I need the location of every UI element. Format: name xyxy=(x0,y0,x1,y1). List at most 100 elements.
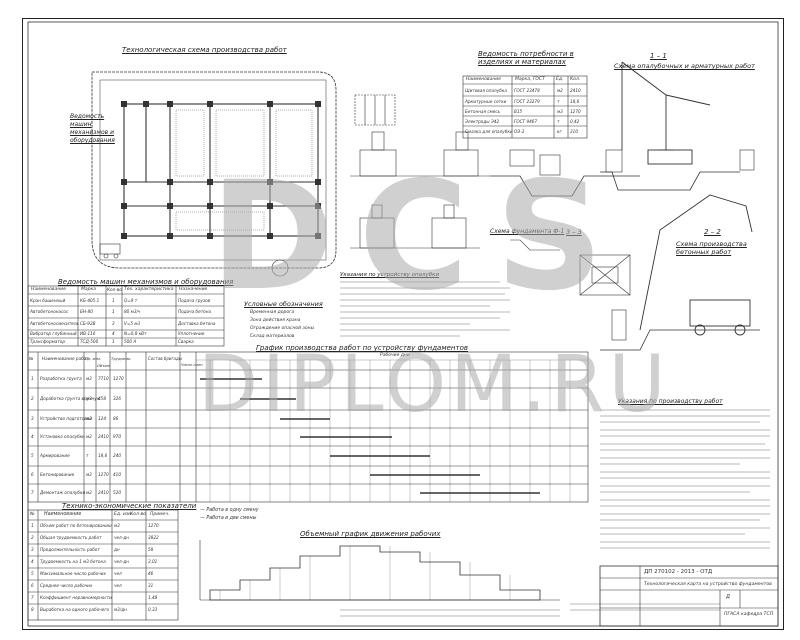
schedule-cell: Установка опалубки xyxy=(40,434,85,439)
tep-cell: Продолжительность работ xyxy=(40,547,100,552)
schedule-header: Трудоемк. xyxy=(111,356,132,361)
materials-cell: кг xyxy=(557,129,562,134)
schedule-cell: Устройство подготовки xyxy=(40,416,93,421)
tep-cell: м3/дн xyxy=(114,607,127,612)
tep-cell: 7 xyxy=(31,595,34,600)
materials-header-unit: Ед. xyxy=(556,77,564,82)
tep-cell: 3,01 xyxy=(148,559,158,564)
schedule-cell: 326 xyxy=(113,396,121,401)
legend-item: Зона действия крана xyxy=(250,318,301,323)
materials-header-name: Наименование xyxy=(466,77,501,82)
legend-item: Склад материалов xyxy=(250,334,295,339)
machines-cell: Вибратор глубинный xyxy=(30,331,77,336)
materials-cell: Электроды Э42 xyxy=(465,119,500,124)
tep-cell: 0,33 xyxy=(148,607,158,612)
materials-cell: ОЭ-2 xyxy=(514,129,525,134)
legend-item: Ограждение опасной зоны xyxy=(250,326,315,331)
materials-cell: 310 xyxy=(570,129,578,134)
machines-cell: СБ-92В xyxy=(80,321,96,326)
tep-cell: 2 xyxy=(31,535,34,540)
schedule-legend-double-shift: — Работа в две смены xyxy=(200,516,257,521)
schedule-cell: 86 xyxy=(113,416,119,421)
tep-cell: 46 xyxy=(148,571,154,576)
materials-cell: ГОСТ 23279 xyxy=(514,99,540,104)
tep-title: Технико-экономические показатели xyxy=(62,502,197,510)
schedule-cell: 6 xyxy=(31,472,34,477)
schedule-cell: 5 xyxy=(31,453,34,458)
schedule-header: Число смен xyxy=(181,363,203,367)
schedule-legend-single-shift: — Работа в одну смену xyxy=(200,508,259,513)
materials-header-mark: Марка, ГОСТ xyxy=(515,77,545,82)
machines-header: Кол-во xyxy=(107,287,122,292)
machines-cell: ТСД-500 xyxy=(80,339,99,344)
machines-note: Ведомость машин механизмов и оборудовани… xyxy=(70,113,115,144)
section-3-3-number: 3 – 3 xyxy=(566,228,582,236)
tep-cell: 3822 xyxy=(148,535,159,540)
materials-header-qty: Кол. xyxy=(570,77,581,82)
schedule-cell: 3 xyxy=(31,416,34,421)
title-block-org: ПГАСА кафедра ТСП xyxy=(724,612,774,617)
materials-cell: Смазка для опалубки xyxy=(465,129,513,134)
schedule-cell: 2410 xyxy=(98,490,109,495)
schedule-header: Объем xyxy=(97,363,111,368)
machines-cell: 1 xyxy=(112,309,115,314)
materials-cell: т xyxy=(557,99,560,104)
machines-cell: 1 xyxy=(112,339,115,344)
materials-cell: 1270 xyxy=(570,109,581,114)
tep-cell: 3 xyxy=(31,547,34,552)
tech-scheme-title: Технологическая схема производства работ xyxy=(122,46,287,54)
machines-cell: Доставка бетона xyxy=(178,321,216,326)
tep-header: Наименование xyxy=(44,512,82,517)
machines-header: Марка xyxy=(81,287,96,292)
tep-cell: 1 xyxy=(31,523,34,528)
schedule-cell: 1270 xyxy=(113,376,124,381)
machines-header: Назначение xyxy=(179,287,208,292)
machines-cell: 1 xyxy=(112,298,115,303)
section-2-2-title: Схема производства бетонных работ xyxy=(676,240,747,256)
tep-cell: 31 xyxy=(148,583,154,588)
materials-cell: Арматурные сетки xyxy=(465,99,507,104)
tep-cell: чел xyxy=(114,571,122,576)
tep-cell: 8 xyxy=(31,607,34,612)
title-block-code: ДП 270102 - 2013 - ОТД xyxy=(644,569,713,575)
drawing-sheet xyxy=(22,18,784,630)
machines-cell: Автобетоносмеситель xyxy=(30,321,80,326)
tep-cell: Общая трудоемкость работ xyxy=(40,535,102,540)
schedule-cell: Бетонирование xyxy=(40,472,75,477)
tep-cell: Максимальное число рабочих xyxy=(40,571,106,576)
materials-cell: ГОСТ 9467 xyxy=(514,119,538,124)
schedule-cell: т xyxy=(86,453,89,458)
tep-cell: 6 xyxy=(31,583,34,588)
schedule-cell: 1270 xyxy=(98,472,109,477)
schedule-cell: 18,6 xyxy=(98,453,108,458)
schedule-cell: м2 xyxy=(86,490,92,495)
schedule-cell: м3 xyxy=(86,396,92,401)
schedule-header: Состав бригады xyxy=(148,356,182,361)
tep-cell: Трудоемкость на 1 м3 бетона xyxy=(40,559,106,564)
machines-header: Наименование xyxy=(31,287,66,292)
machines-cell: Q=9 т xyxy=(124,298,138,303)
machines-cell: БН-80 xyxy=(80,309,93,314)
materials-cell: Щитовая опалубка xyxy=(465,88,507,93)
tep-cell: Среднее число рабочих xyxy=(40,583,93,588)
foundation-scheme-title: Схема фундамента Ф-1 xyxy=(490,228,565,235)
tep-cell: чел xyxy=(114,583,122,588)
title-block-sheet-name: Технологическая карта на устройство фунд… xyxy=(644,582,772,587)
machines-cell: 80 м3/ч xyxy=(124,309,141,314)
machines-cell: Сварка xyxy=(178,339,194,344)
schedule-cell: 4 xyxy=(31,434,34,439)
materials-cell: В15 xyxy=(514,109,523,114)
formwork-notes-title: Указания по устройству опалубки xyxy=(340,272,440,278)
schedule-cell: 520 xyxy=(113,490,121,495)
schedule-header: Наименование работ xyxy=(42,356,89,361)
schedule-cell: 458 xyxy=(98,396,106,401)
machines-cell: Кран башенный xyxy=(30,298,66,303)
schedule-title: График производства работ по устройству … xyxy=(256,344,468,352)
materials-title: Ведомость потребности в изделиях и матер… xyxy=(478,50,574,66)
machines-cell: Трансформатор xyxy=(30,339,66,344)
legend-title: Условные обозначения xyxy=(244,300,323,308)
tep-header: Примеч. xyxy=(150,512,170,517)
schedule-cell: 7710 xyxy=(98,376,109,381)
tep-cell: чел-дн xyxy=(114,535,129,540)
